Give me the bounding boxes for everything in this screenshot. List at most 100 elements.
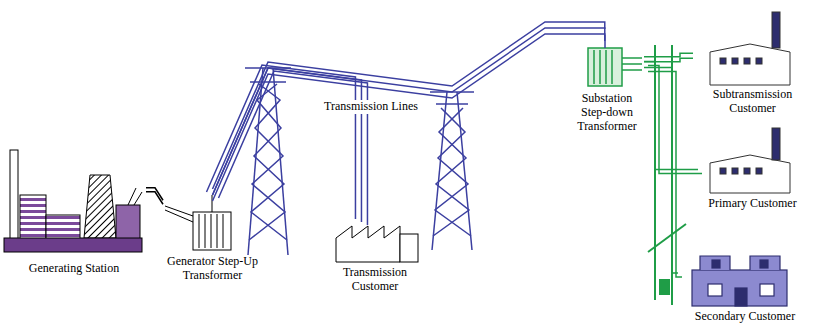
substation-transformer-icon-part — [611, 50, 613, 84]
component-node: Transmission Customer — [328, 222, 422, 294]
primary-customer-icon-part — [744, 168, 750, 174]
distribution-pole-part — [660, 280, 669, 294]
power-line-phase — [213, 68, 362, 222]
component-caption: Transmission Customer — [328, 266, 422, 294]
substation-transformer-icon-part — [622, 57, 642, 59]
power-line — [213, 22, 605, 201]
step-up-transformer-icon-part — [212, 195, 213, 212]
power-line-phase — [648, 66, 702, 174]
step-up-transformer-icon-part — [211, 214, 212, 248]
subtransmission-customer-icon-part — [710, 44, 790, 85]
distribution-pole — [648, 45, 686, 305]
substation-transformer-icon-part — [622, 63, 642, 65]
secondary-customer-icon-part — [760, 284, 774, 296]
secondary-customer-icon-part — [760, 260, 768, 268]
step-up-transformer-icon-part — [217, 214, 218, 248]
secondary-customer-icon-part — [692, 270, 787, 306]
transmission-customer-icon-part — [400, 234, 418, 262]
primary-customer-icon-part — [732, 168, 738, 174]
step-up-transformer-icon-part — [165, 210, 193, 222]
power-line — [207, 65, 368, 225]
component-node: Primary Customer — [698, 125, 807, 211]
substation-transformer-icon-part — [622, 69, 642, 71]
primary-customer-icon — [710, 128, 790, 193]
subtransmission-customer-icon-part — [744, 58, 750, 64]
component-caption: Generating Station — [2, 262, 146, 276]
component-node: Secondary Customer — [678, 218, 812, 324]
power-line — [644, 62, 702, 174]
generating-station-icon-part — [116, 205, 140, 242]
step-up-transformer-icon-part — [193, 212, 231, 250]
component-node: Substation Step-down Transformer — [570, 35, 644, 133]
transmission-tower-part — [457, 92, 472, 250]
component-node: Generating Station — [2, 150, 146, 276]
generating-station-icon-part — [4, 238, 142, 252]
component-node: Subtransmission Customer — [693, 8, 812, 116]
secondary-customer-icon-part — [700, 256, 780, 270]
primary-customer-icon-part — [720, 168, 726, 174]
primary-customer-icon-part — [710, 155, 790, 193]
transmission-customer-icon-part — [336, 226, 400, 262]
power-line-phase — [219, 71, 368, 225]
power-line-phase — [207, 65, 356, 219]
subtransmission-customer-icon-part — [732, 58, 738, 64]
power-line-phase — [644, 53, 693, 56]
power-line-phase — [644, 62, 698, 170]
generating-station-icon — [4, 150, 142, 252]
power-line-phase — [648, 71, 682, 277]
substation-transformer-icon-part — [588, 48, 622, 86]
power-line-phase — [146, 192, 163, 205]
substation-transformer-icon — [588, 35, 642, 86]
generating-station-icon-part — [134, 192, 142, 205]
secondary-customer-icon-part — [712, 260, 720, 268]
step-up-transformer-icon-part — [199, 214, 200, 248]
substation-transformer-icon-part — [605, 50, 607, 84]
secondary-customer-icon — [692, 256, 787, 306]
step-up-transformer-icon-part — [165, 206, 193, 216]
primary-customer-icon-part — [756, 168, 762, 174]
generating-station-icon-part — [10, 150, 18, 242]
transmission-tower-part — [433, 108, 469, 236]
power-line — [146, 188, 163, 205]
power-line-phase — [213, 28, 605, 195]
transmission-tower-part — [249, 84, 285, 240]
substation-transformer-icon-part — [599, 50, 601, 84]
step-up-transformer-icon-part — [205, 214, 206, 248]
substation-transformer-icon-part — [593, 50, 595, 84]
generating-station-icon-part — [84, 175, 116, 238]
distribution-pole-part — [648, 224, 686, 252]
component-node: Generator Step-Up Transformer — [163, 195, 262, 283]
primary-customer-icon-part — [772, 128, 780, 160]
transmission-tower-part — [251, 84, 287, 240]
generating-station-icon-part — [20, 195, 46, 242]
subtransmission-customer-icon-part — [772, 12, 780, 48]
power-line — [644, 53, 693, 61]
transmission-tower — [245, 68, 291, 255]
subtransmission-customer-icon-part — [720, 58, 726, 64]
transmission-tower-part — [432, 92, 447, 250]
power-line-phase — [644, 67, 678, 273]
subtransmission-customer-icon-part — [756, 58, 762, 64]
power-line — [644, 67, 682, 277]
power-line-phase — [146, 188, 163, 201]
generating-station-icon-part — [128, 188, 136, 205]
component-caption: Secondary Customer — [678, 310, 812, 324]
component-caption: Subtransmission Customer — [693, 88, 812, 116]
power-line-phase — [213, 22, 605, 189]
subtransmission-customer-icon — [710, 12, 790, 85]
component-caption: Generator Step-Up Transformer — [163, 255, 262, 283]
component-caption: Substation Step-down Transformer — [570, 92, 644, 133]
line-label: Transmission Lines — [322, 100, 420, 114]
step-up-transformer-icon-part — [223, 214, 224, 248]
power-line-phase — [213, 34, 605, 201]
transmission-customer-icon — [336, 226, 418, 262]
transmission-tower-part — [436, 103, 468, 105]
transmission-tower-part — [435, 108, 471, 236]
component-caption: Primary Customer — [698, 197, 807, 211]
secondary-customer-icon-part — [735, 288, 747, 306]
transmission-tower — [430, 92, 474, 250]
secondary-customer-icon-part — [708, 284, 722, 296]
